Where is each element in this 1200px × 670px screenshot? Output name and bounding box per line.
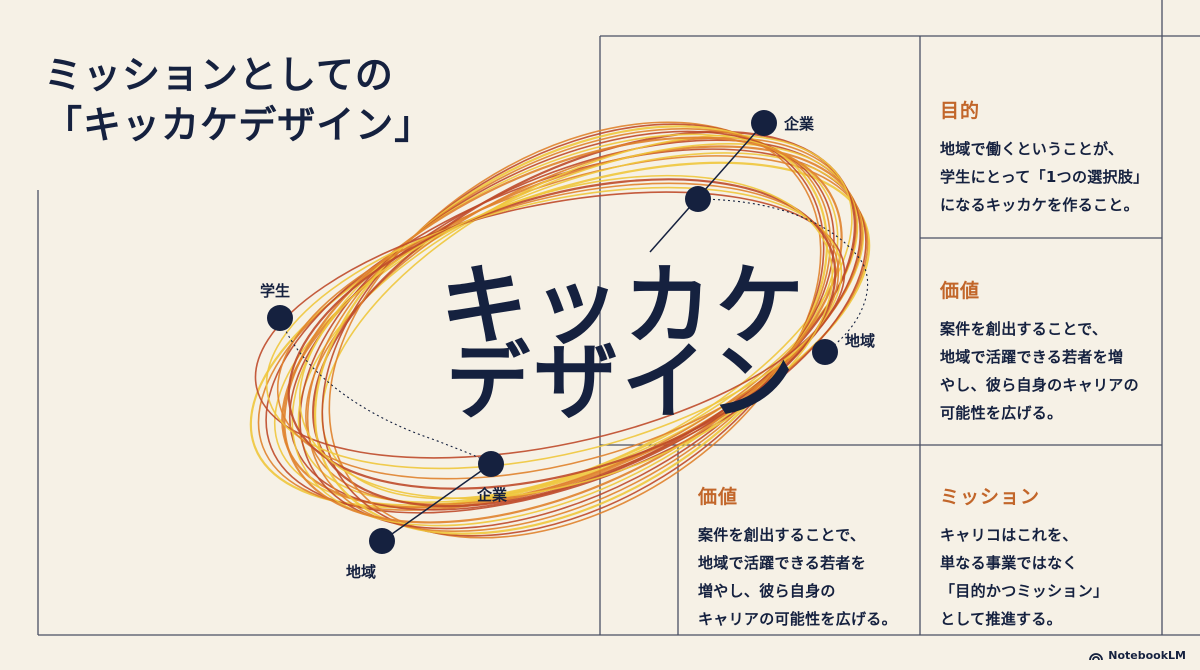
page-title-line-1: ミッションとしての	[44, 53, 394, 97]
node-upper-region	[812, 339, 838, 365]
node-label-lower-company: 企業	[477, 486, 508, 504]
lower-axis-line	[381, 463, 492, 542]
orbit-ring	[321, 134, 853, 500]
node-upper-middle	[685, 186, 711, 212]
panel-value-right-heading: 価値	[940, 280, 981, 302]
panel-mission-line: キャリコはこれを、	[940, 526, 1078, 544]
panel-value-right-line: 地域で活躍できる若者を増	[940, 348, 1124, 366]
panel-value-bottom-line: 増やし、彼ら自身の	[698, 582, 836, 600]
upper-dotted-path	[697, 198, 869, 353]
orbit-ring	[283, 136, 843, 524]
center-title-line-2: デザイン	[446, 333, 799, 431]
panel-mission-heading: ミッション	[940, 486, 1041, 508]
node-label-lower-region: 地域	[346, 563, 377, 581]
orbit-ring	[276, 182, 840, 480]
panel-value-bottom-line: 地域で活躍できる若者を	[698, 554, 867, 572]
brand-name: NotebookLM	[1108, 649, 1186, 662]
panel-purpose-line: 学生にとって「1つの選択肢」	[940, 168, 1149, 186]
node-upper-company	[751, 110, 777, 136]
panel-purpose-heading: 目的	[940, 100, 981, 122]
panel-value-bottom: 価値 案件を創出することで、 地域で活躍できる若者を 増やし、彼ら自身の キャリ…	[698, 482, 897, 633]
center-title-line-1: キッカケ	[440, 254, 809, 357]
panel-mission: ミッション キャリコはこれを、 単なる事業ではなく 「目的かつミッション」 とし…	[940, 482, 1108, 633]
panel-value-bottom-line: 案件を創出することで、	[698, 526, 866, 544]
node-label-upper-region: 地域	[845, 332, 876, 350]
orbit-ring	[291, 133, 839, 527]
panel-purpose-line: になるキッカケを作ること。	[940, 196, 1139, 214]
orbit-ring	[298, 174, 834, 500]
panel-value-bottom-heading: 価値	[698, 486, 739, 508]
nodes	[267, 110, 838, 554]
panel-value-bottom-line: キャリアの可能性を広げる。	[698, 610, 897, 628]
panel-value-right-line: 案件を創出することで、	[940, 320, 1108, 338]
orbit-ring	[254, 191, 846, 459]
orbit-rings	[249, 121, 871, 539]
panel-value-right-line: 可能性を広げる。	[940, 404, 1063, 422]
panel-value-bottom-body: 案件を創出することで、 地域で活躍できる若者を 増やし、彼ら自身の キャリアの可…	[698, 521, 897, 633]
node-label-upper-company: 企業	[784, 115, 815, 133]
panel-value-right-line: やし、彼ら自身のキャリアの	[940, 376, 1139, 394]
node-label-student: 学生	[260, 282, 291, 300]
orbit-ring	[313, 125, 829, 535]
notebooklm-logo-icon	[1089, 652, 1104, 660]
orbit-ring	[306, 127, 832, 533]
node-lower-company	[478, 451, 504, 477]
panel-mission-line: 単なる事業ではなく	[940, 554, 1078, 572]
orbit-ring	[299, 130, 835, 530]
brand-watermark: NotebookLM	[1089, 649, 1186, 662]
connector-lines	[279, 122, 869, 542]
panel-value-right: 価値 案件を創出することで、 地域で活躍できる若者を増 やし、彼ら自身のキャリア…	[940, 276, 1139, 427]
orbit-ring	[265, 186, 843, 470]
panel-mission-body: キャリコはこれを、 単なる事業ではなく 「目的かつミッション」 として推進する。	[940, 521, 1108, 633]
panel-purpose-line: 地域で働くということが、	[940, 140, 1124, 158]
upper-axis-line	[649, 122, 765, 253]
orbit-ring	[321, 123, 825, 537]
orbit-ring	[287, 178, 837, 490]
orbit-ring	[328, 121, 822, 539]
node-lower-region	[369, 528, 395, 554]
panel-mission-line: 「目的かつミッション」	[940, 582, 1109, 600]
panel-value-right-body: 案件を創出することで、 地域で活躍できる若者を増 やし、彼ら自身のキャリアの 可…	[940, 315, 1139, 427]
panel-purpose: 目的 地域で働くということが、 学生にとって「1つの選択肢」 になるキッカケを作…	[940, 96, 1148, 219]
lower-dotted-path	[279, 317, 492, 465]
node-student	[267, 305, 293, 331]
panel-purpose-body: 地域で働くということが、 学生にとって「1つの選択肢」 になるキッカケを作ること…	[940, 135, 1148, 219]
page-title-line-2: 「キッカケデザイン」	[44, 103, 434, 147]
panel-mission-line: として推進する。	[940, 610, 1062, 628]
